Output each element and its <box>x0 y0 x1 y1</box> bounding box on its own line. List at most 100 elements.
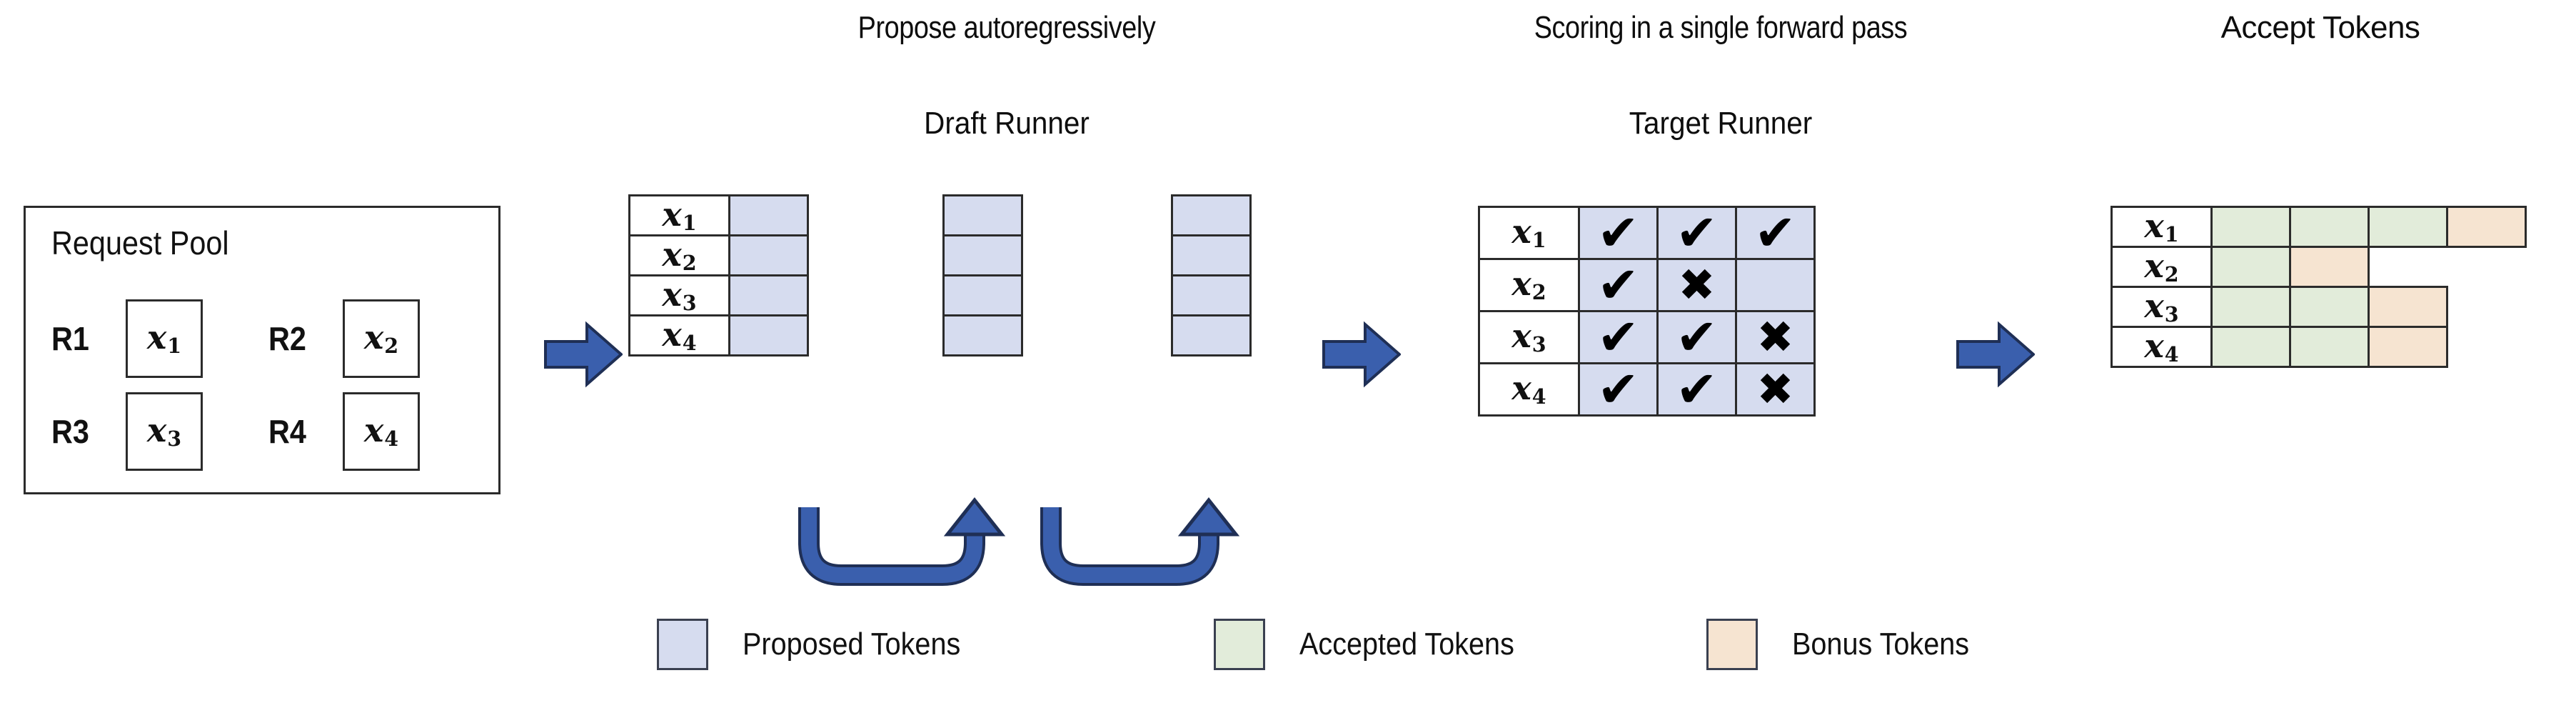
subheading-target-runner: Target Runner <box>1629 106 1813 141</box>
proposed-token-cell <box>728 194 809 236</box>
score-cell-empty <box>1735 258 1816 312</box>
check-icon: ✔ <box>1676 204 1718 262</box>
token-glyph: x4 <box>2144 326 2179 367</box>
accepted-token-cell <box>2210 206 2291 248</box>
table-row <box>1171 274 1252 316</box>
score-cell: ✖ <box>1735 310 1816 364</box>
token-glyph: x2 <box>2144 246 2179 286</box>
request-token-box: x3 <box>126 392 203 471</box>
proposed-token-cell <box>728 314 809 357</box>
score-cell: ✖ <box>1735 362 1816 417</box>
draft-runner-step-1: x1 x2 x3 x4 <box>628 194 809 357</box>
accepted-token-cell <box>2210 246 2291 288</box>
request-item-r2[interactable]: R2 x2 <box>268 299 420 378</box>
row-label-cell: x2 <box>628 234 730 276</box>
request-token-box: x1 <box>126 299 203 378</box>
request-token-box: x4 <box>343 392 420 471</box>
proposed-token-cell <box>942 194 1023 236</box>
check-icon: ✔ <box>1676 308 1718 367</box>
check-icon: ✔ <box>1597 360 1639 419</box>
token-glyph: x4 <box>662 314 697 355</box>
score-cell: ✔ <box>1578 256 1659 314</box>
bonus-token-cell <box>2289 246 2370 288</box>
draft-runner-step-2 <box>942 194 1023 357</box>
check-icon: ✔ <box>1676 360 1718 419</box>
cross-icon: ✖ <box>1756 363 1794 415</box>
token-glyph: x3 <box>662 274 697 315</box>
heading-scoring: Scoring in a single forward pass <box>1534 10 1908 45</box>
bonus-token-cell <box>2368 286 2448 328</box>
target-runner-grid: x1 ✔ ✔ ✔ x2 ✔ ✖ x3 ✔ ✔ <box>1478 206 1816 417</box>
cross-icon: ✖ <box>1678 259 1716 311</box>
legend-item-bonus: Bonus Tokens <box>1706 619 1989 670</box>
heading-accept: Accept Tokens <box>2220 10 2420 45</box>
score-cell: ✖ <box>1656 258 1737 312</box>
score-cell: ✔ <box>1735 204 1816 262</box>
table-row: x4 <box>2110 326 2526 368</box>
table-row: x1 ✔ ✔ ✔ <box>1478 204 1816 262</box>
table-row: x4 <box>628 314 809 357</box>
row-label-cell: x4 <box>1478 362 1580 417</box>
empty-cell <box>2447 247 2526 287</box>
proposed-token-cell <box>728 234 809 276</box>
proposed-token-cell <box>1171 234 1252 276</box>
check-icon: ✔ <box>1597 308 1639 367</box>
row-label-cell: x4 <box>2110 326 2213 368</box>
accepted-token-cell <box>2289 286 2370 328</box>
flow-arrow-target-to-accept <box>1956 321 2035 388</box>
table-row <box>942 314 1023 357</box>
bonus-token-cell <box>2368 326 2448 368</box>
proposed-token-cell <box>942 234 1023 276</box>
token-glyph: x4 <box>363 411 399 452</box>
score-cell: ✔ <box>1656 308 1737 367</box>
accepted-token-cell <box>2210 326 2291 368</box>
token-glyph: x1 <box>662 194 697 235</box>
row-label-cell: x2 <box>1478 258 1580 312</box>
token-glyph: x1 <box>1511 212 1546 253</box>
request-pool-title: Request Pool <box>51 224 229 261</box>
flow-arrow-draft-to-target <box>1322 321 1401 388</box>
request-item-r3[interactable]: R3 x3 <box>51 392 203 471</box>
recurrent-arrow-2 <box>1040 497 1240 586</box>
legend-label: Bonus Tokens <box>1792 627 1970 662</box>
table-row: x2 <box>628 234 809 276</box>
table-row: x3 <box>628 274 809 316</box>
check-icon: ✔ <box>1597 256 1639 314</box>
flow-arrow-pool-to-draft <box>544 321 623 388</box>
proposed-token-cell <box>942 314 1023 357</box>
request-token-box: x2 <box>343 299 420 378</box>
legend-swatch-accepted <box>1214 619 1265 670</box>
table-row: x1 <box>2110 206 2527 248</box>
accept-tokens-grid: x1 x2 x3 x4 <box>2110 206 2527 368</box>
row-label-cell: x3 <box>628 274 730 316</box>
legend-swatch-proposed <box>657 619 708 670</box>
token-glyph: x3 <box>2144 286 2179 326</box>
request-item-r4[interactable]: R4 x4 <box>268 392 420 471</box>
empty-cell <box>2447 327 2526 367</box>
request-label: R4 <box>268 413 306 450</box>
accepted-token-cell <box>2210 286 2291 328</box>
accepted-token-cell <box>2368 206 2448 248</box>
table-row: x4 ✔ ✔ ✖ <box>1478 360 1816 419</box>
table-row <box>942 274 1023 316</box>
proposed-token-cell <box>728 274 809 316</box>
legend-swatch-bonus <box>1706 619 1758 670</box>
check-icon: ✔ <box>1754 204 1796 262</box>
accepted-token-cell <box>2289 326 2370 368</box>
table-row <box>1171 234 1252 276</box>
row-label-cell: x3 <box>1478 310 1580 364</box>
request-label: R2 <box>268 320 306 357</box>
request-item-r1[interactable]: R1 x1 <box>51 299 203 378</box>
row-label-cell: x3 <box>2110 286 2213 328</box>
cross-icon: ✖ <box>1756 311 1794 363</box>
request-label: R3 <box>51 413 89 450</box>
draft-runner-step-3 <box>1171 194 1252 357</box>
proposed-token-cell <box>1171 314 1252 357</box>
score-cell: ✔ <box>1656 360 1737 419</box>
bonus-token-cell <box>2446 206 2527 248</box>
row-label-cell: x2 <box>2110 246 2213 288</box>
score-cell: ✔ <box>1578 206 1659 260</box>
table-row: x3 ✔ ✔ ✖ <box>1478 308 1816 367</box>
token-glyph: x1 <box>2144 206 2179 246</box>
legend-item-accepted: Accepted Tokens <box>1214 619 1538 670</box>
